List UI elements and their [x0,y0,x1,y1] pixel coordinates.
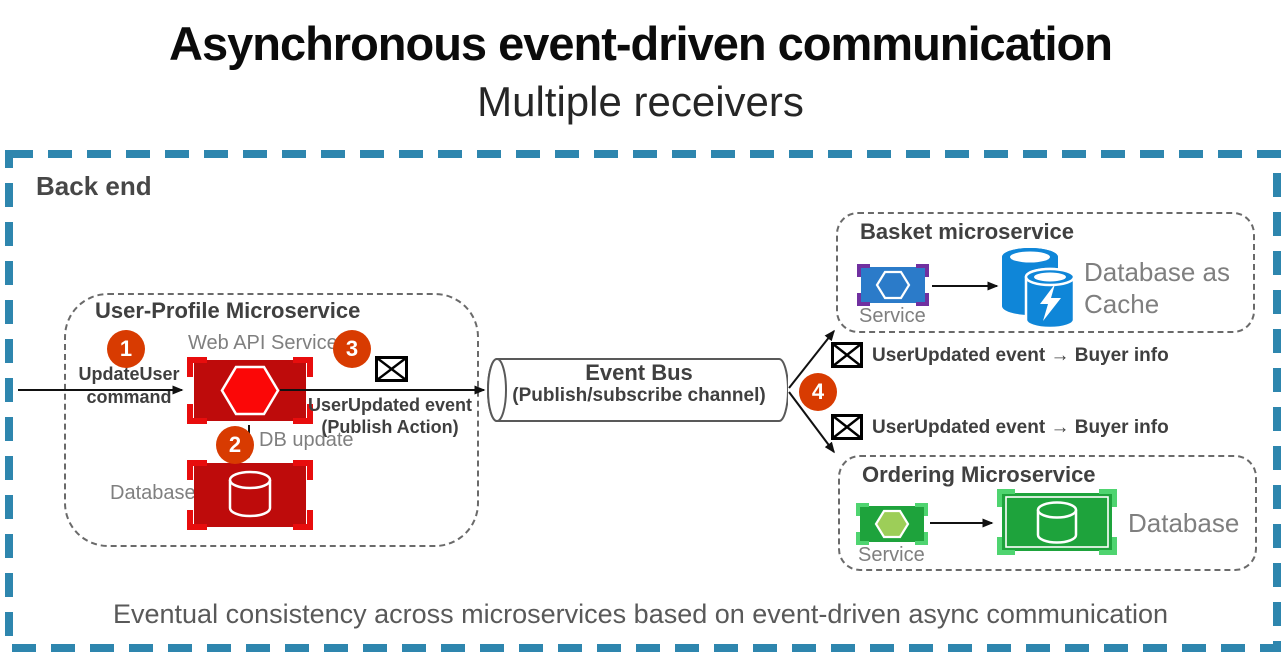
user-profile-database-label: Database [110,482,196,504]
web-api-service-icon [187,357,313,424]
ordering-service-icon [856,503,928,545]
user-profile-box [64,293,479,547]
ordering-database-label: Database [1128,508,1240,538]
basket-service-label: Service [859,305,926,327]
basket-message-envelope-icon [831,342,863,368]
basket-service-icon [857,264,929,306]
ordering-database-icon [997,489,1117,555]
basket-database-label: Database as Cache [1084,257,1230,319]
user-profile-title: User-Profile Microservice [95,298,361,323]
user-updated-event-label: UserUpdated event (Publish Action) [304,394,476,438]
ordering-message-envelope-icon [831,414,863,440]
ordering-message-label: UserUpdated event → Buyer info [872,417,1169,438]
event-bus-text: Event Bus (Publish/subscribe channel) [497,361,781,407]
page-subtitle: Multiple receivers [477,78,804,125]
basket-box [836,212,1255,333]
step-2-badge: 2 [216,426,254,464]
event-bus-subtitle: (Publish/subscribe channel) [512,385,766,406]
event-bus-title: Event Bus [585,360,693,385]
ordering-box [838,455,1257,571]
backend-label: Back end [36,171,152,201]
ordering-service-label: Service [858,544,925,566]
basket-title: Basket microservice [860,219,1075,244]
basket-message-label: UserUpdated event → Buyer info [872,345,1169,366]
update-user-line1: UpdateUser [78,364,180,384]
page-title: Asynchronous event-driven communication [169,17,1113,70]
step-3-badge: 3 [333,330,371,368]
step-4-badge: 4 [799,373,837,411]
web-api-service-label: Web API Service [188,332,338,354]
eventual-consistency-caption: Eventual consistency across microservice… [113,599,1168,629]
update-user-command-label: UpdateUser command [70,363,188,409]
basket-database-icon [1000,243,1076,330]
update-user-line2: command [86,387,172,407]
user-profile-database-icon [187,460,313,530]
user-updated-line1: UserUpdated event [307,395,473,415]
ordering-title: Ordering Microservice [862,462,1096,487]
db-update-label: DB update [259,429,354,451]
step-1-badge: 1 [107,330,145,368]
user-updated-line2: (Publish Action) [321,417,459,437]
publish-envelope-icon [375,356,408,382]
